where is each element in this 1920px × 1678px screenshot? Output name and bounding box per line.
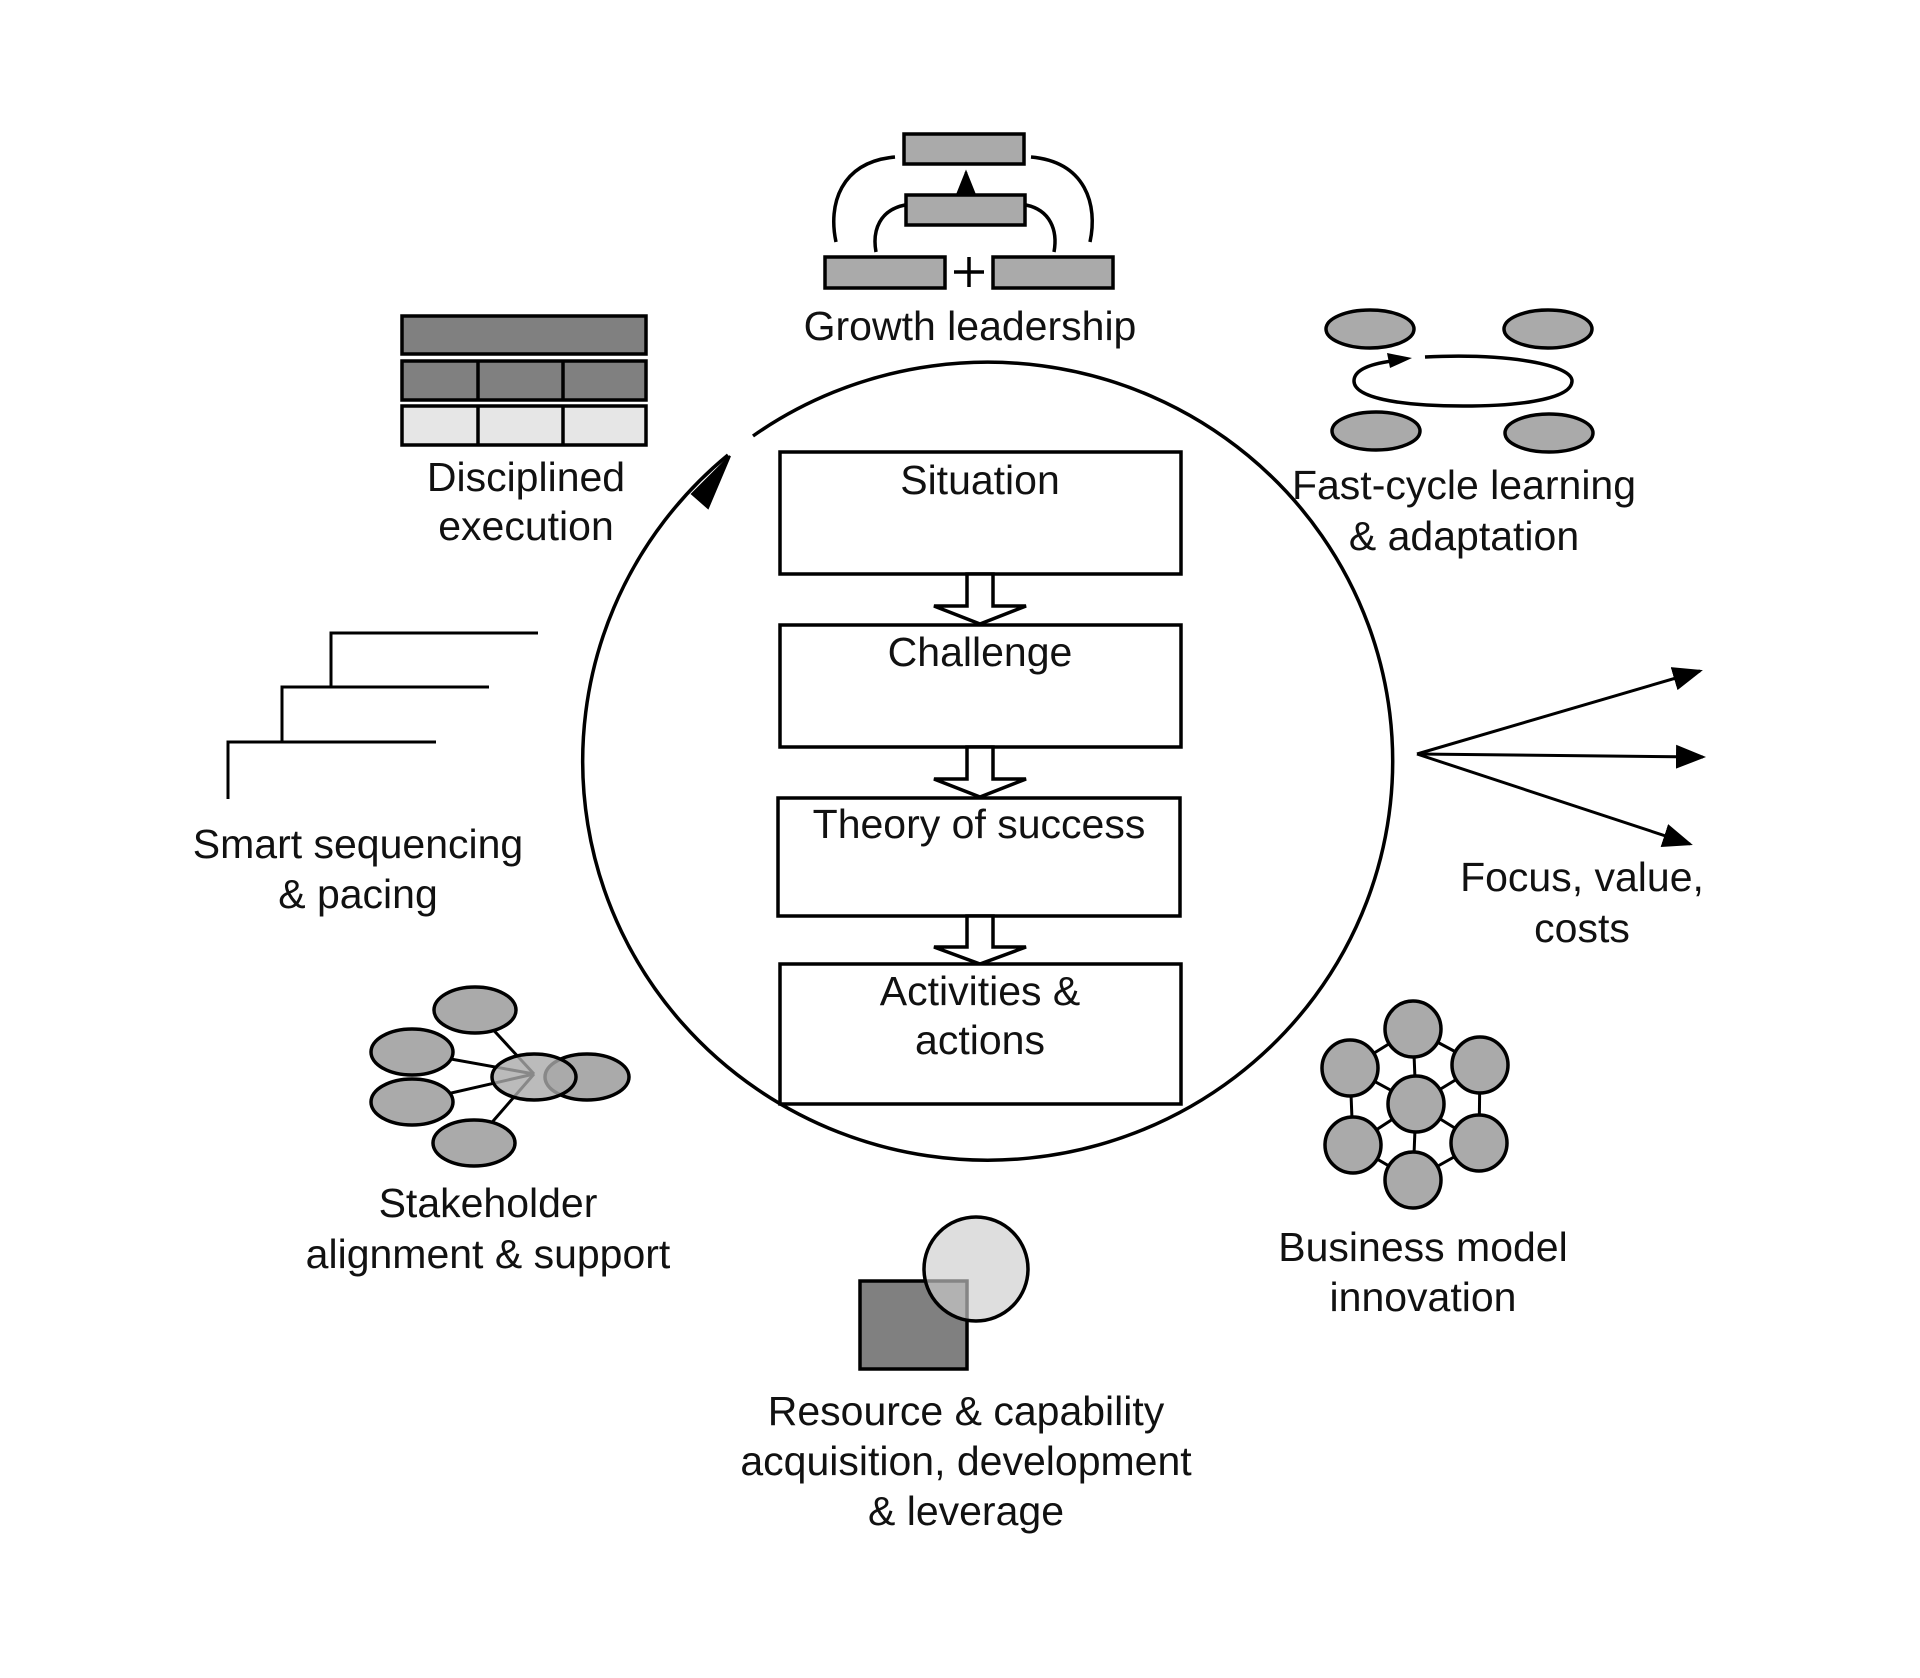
step-label-line-1: Activities & xyxy=(880,968,1081,1014)
sequencing-label-line-1: Smart sequencing xyxy=(193,821,523,867)
diverging-arrows-icon xyxy=(1416,667,1706,847)
step-label: Theory of success xyxy=(813,801,1146,847)
down-arrow-icon xyxy=(933,572,1027,626)
down-arrow-icon xyxy=(933,745,1027,799)
down-arrow-icon xyxy=(933,914,1027,966)
org-chart-icon xyxy=(823,132,1115,290)
table-grid-icon xyxy=(400,314,648,447)
business-model-innovation: Business model innovation xyxy=(1278,999,1568,1320)
resource-label-line-2: acquisition, development xyxy=(740,1438,1192,1484)
disciplined-execution: Disciplined execution xyxy=(400,314,648,549)
step-label: Challenge xyxy=(888,629,1073,675)
fast-cycle-learning: Fast-cycle learning & adaptation xyxy=(1292,308,1636,559)
smart-sequencing: Smart sequencing & pacing xyxy=(193,631,538,917)
resource-capability: Resource & capability acquisition, devel… xyxy=(740,1215,1192,1534)
growth-leadership-label: Growth leadership xyxy=(804,303,1137,349)
stakeholder-label-line-2: alignment & support xyxy=(306,1231,671,1277)
focus-label-line-2: costs xyxy=(1534,905,1630,951)
business-model-label-line-2: innovation xyxy=(1330,1274,1517,1320)
resource-label-line-3: & leverage xyxy=(868,1488,1064,1534)
step-challenge: Challenge xyxy=(778,623,1183,749)
resource-label-line-1: Resource & capability xyxy=(768,1388,1165,1434)
execution-label-line-1: Disciplined xyxy=(427,454,625,500)
fast-cycle-label-line-1: Fast-cycle learning xyxy=(1292,462,1636,508)
stakeholder-alignment: Stakeholder alignment & support xyxy=(306,985,671,1277)
sequencing-label-line-2: & pacing xyxy=(278,871,438,917)
step-theory-of-success: Theory of success xyxy=(776,796,1182,918)
focus-value-costs: Focus, value, costs xyxy=(1416,667,1706,951)
network-hexagon-icon xyxy=(1320,999,1510,1210)
focus-label-line-1: Focus, value, xyxy=(1460,854,1704,900)
step-label: Situation xyxy=(900,457,1060,503)
growth-leadership: Growth leadership xyxy=(804,132,1137,349)
overlapping-square-circle-icon xyxy=(858,1215,1030,1371)
cycle-ring xyxy=(580,360,1395,1162)
business-model-label-line-1: Business model xyxy=(1278,1224,1567,1270)
staircase-icon xyxy=(226,631,538,799)
stakeholder-cluster-icon xyxy=(369,985,631,1168)
step-label-line-2: actions xyxy=(915,1017,1045,1063)
cycle-arrowhead-icon xyxy=(690,455,731,510)
step-situation: Situation xyxy=(778,450,1183,576)
fast-cycle-label-line-2: & adaptation xyxy=(1349,513,1579,559)
stakeholder-label-line-1: Stakeholder xyxy=(379,1180,598,1226)
execution-label-line-2: execution xyxy=(438,503,614,549)
learning-cycle-icon xyxy=(1324,308,1595,454)
step-activities-actions: Activities & actions xyxy=(778,962,1183,1106)
